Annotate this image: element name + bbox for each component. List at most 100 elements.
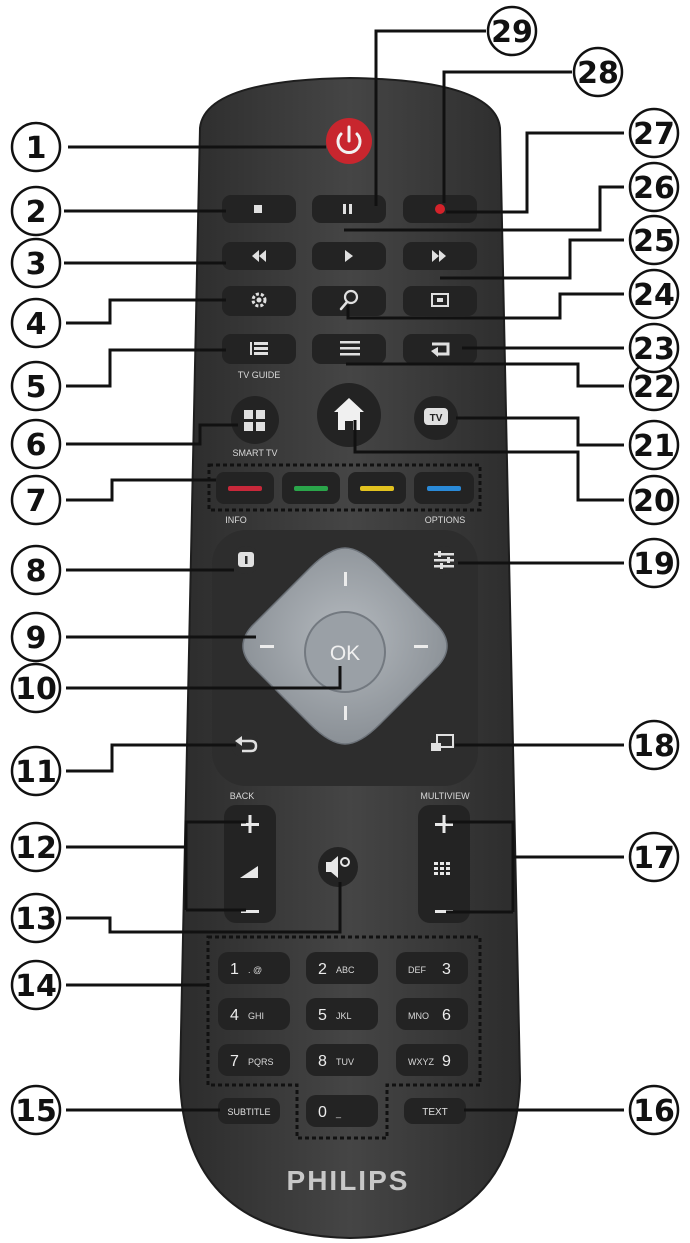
power-button[interactable]: [326, 118, 372, 164]
play-icon: [345, 250, 353, 262]
tv-button[interactable]: TV: [414, 396, 458, 440]
green-button[interactable]: [282, 472, 340, 504]
sources-button[interactable]: [403, 334, 477, 364]
fast-forward-icon: [432, 250, 446, 262]
pause-button[interactable]: [312, 195, 386, 223]
key-digit: 1: [230, 961, 239, 978]
leader-24: [346, 292, 624, 320]
tv-guide-icon: [250, 342, 268, 355]
key-letters: ABC: [336, 965, 355, 975]
key-2-button[interactable]: 2 ABC: [306, 952, 378, 984]
callout-21: 21: [628, 419, 680, 471]
volume-rocker[interactable]: [224, 805, 276, 923]
callout-number: 12: [15, 831, 57, 866]
settings-button[interactable]: [222, 286, 296, 316]
search-button[interactable]: [312, 286, 386, 316]
leader-11: [66, 743, 236, 773]
list-button[interactable]: [312, 334, 386, 364]
callout-3: 3: [10, 237, 62, 289]
left-arrow[interactable]: [260, 645, 274, 648]
search-icon: [339, 289, 359, 311]
leader-12: [66, 820, 246, 849]
leader-17: [446, 820, 624, 859]
callout-number: 17: [633, 841, 675, 876]
callout-number: 10: [15, 672, 57, 707]
leader-22: [346, 362, 624, 388]
key-digit: 2: [318, 961, 327, 978]
home-button[interactable]: [317, 383, 381, 447]
subtitle-button[interactable]: SUBTITLE: [218, 1098, 280, 1124]
back-button[interactable]: [231, 730, 259, 758]
key-letters: JKL: [336, 1011, 352, 1021]
callout-number: 1: [26, 131, 47, 166]
rewind-button[interactable]: [222, 242, 296, 270]
callout-16: 16: [628, 1084, 680, 1136]
text-label: TEXT: [422, 1107, 448, 1118]
stop-button[interactable]: [222, 195, 296, 223]
play-button[interactable]: [312, 242, 386, 270]
options-button[interactable]: [430, 546, 458, 574]
leader-7: [66, 478, 216, 502]
key-1-button[interactable]: 1. @: [218, 952, 290, 984]
record-button[interactable]: [403, 195, 477, 223]
callout-1: 1: [10, 121, 62, 173]
callout-number: 24: [633, 278, 675, 313]
up-arrow[interactable]: [344, 572, 347, 586]
multiview-label: MULTIVIEW: [420, 791, 470, 801]
text-button[interactable]: TEXT: [404, 1098, 466, 1124]
key-letters: MNO: [408, 1011, 429, 1021]
key-letters: WXYZ: [408, 1057, 435, 1067]
key-letters: DEF: [408, 965, 427, 975]
leader-29: [374, 29, 486, 206]
sources-icon: [431, 342, 450, 357]
callout-number: 3: [26, 247, 47, 282]
ok-button[interactable]: OK: [304, 611, 386, 693]
info-button[interactable]: [232, 546, 260, 574]
gear-icon: [251, 292, 267, 308]
leader-13: [66, 882, 342, 934]
callout-number: 22: [633, 370, 675, 405]
key-8-button[interactable]: 8 TUV: [306, 1044, 378, 1076]
callout-number: 21: [633, 429, 675, 464]
fast-forward-button[interactable]: [403, 242, 477, 270]
screen-format-icon: [431, 293, 449, 307]
tv-guide-button[interactable]: [222, 334, 296, 364]
callout-6: 6: [10, 418, 62, 470]
yellow-button[interactable]: [348, 472, 406, 504]
down-arrow[interactable]: [344, 706, 347, 720]
callout-number: 7: [26, 484, 47, 519]
leader-28: [442, 70, 572, 203]
multiview-button[interactable]: [428, 730, 456, 758]
ok-label: OK: [330, 642, 360, 665]
smart-tv-button[interactable]: [231, 396, 279, 444]
screen-format-button[interactable]: [403, 286, 477, 316]
callout-number: 9: [26, 621, 47, 656]
key-digit: 8: [318, 1053, 327, 1070]
red-button[interactable]: [216, 472, 274, 504]
right-arrow[interactable]: [414, 645, 428, 648]
volume-up-icon: [241, 815, 259, 833]
leader-10: [66, 666, 342, 690]
callout-9: 9: [10, 611, 62, 663]
channel-list-icon: [434, 862, 450, 875]
mute-button[interactable]: [318, 847, 358, 887]
callout-number: 29: [491, 15, 533, 50]
callout-number: 14: [15, 969, 57, 1004]
blue-button[interactable]: [414, 472, 474, 504]
program-rocker[interactable]: [418, 805, 470, 923]
back-label: BACK: [230, 791, 255, 801]
callout-12: 12: [10, 821, 62, 873]
key-letters: PQRS: [248, 1057, 274, 1067]
key-letters: TUV: [336, 1057, 354, 1067]
info-label: INFO: [225, 515, 247, 525]
subtitle-label: SUBTITLE: [227, 1107, 270, 1117]
key-0-button[interactable]: 0_: [306, 1095, 378, 1127]
callout-10: 10: [10, 662, 62, 714]
color-buttons-outline: [207, 463, 482, 512]
